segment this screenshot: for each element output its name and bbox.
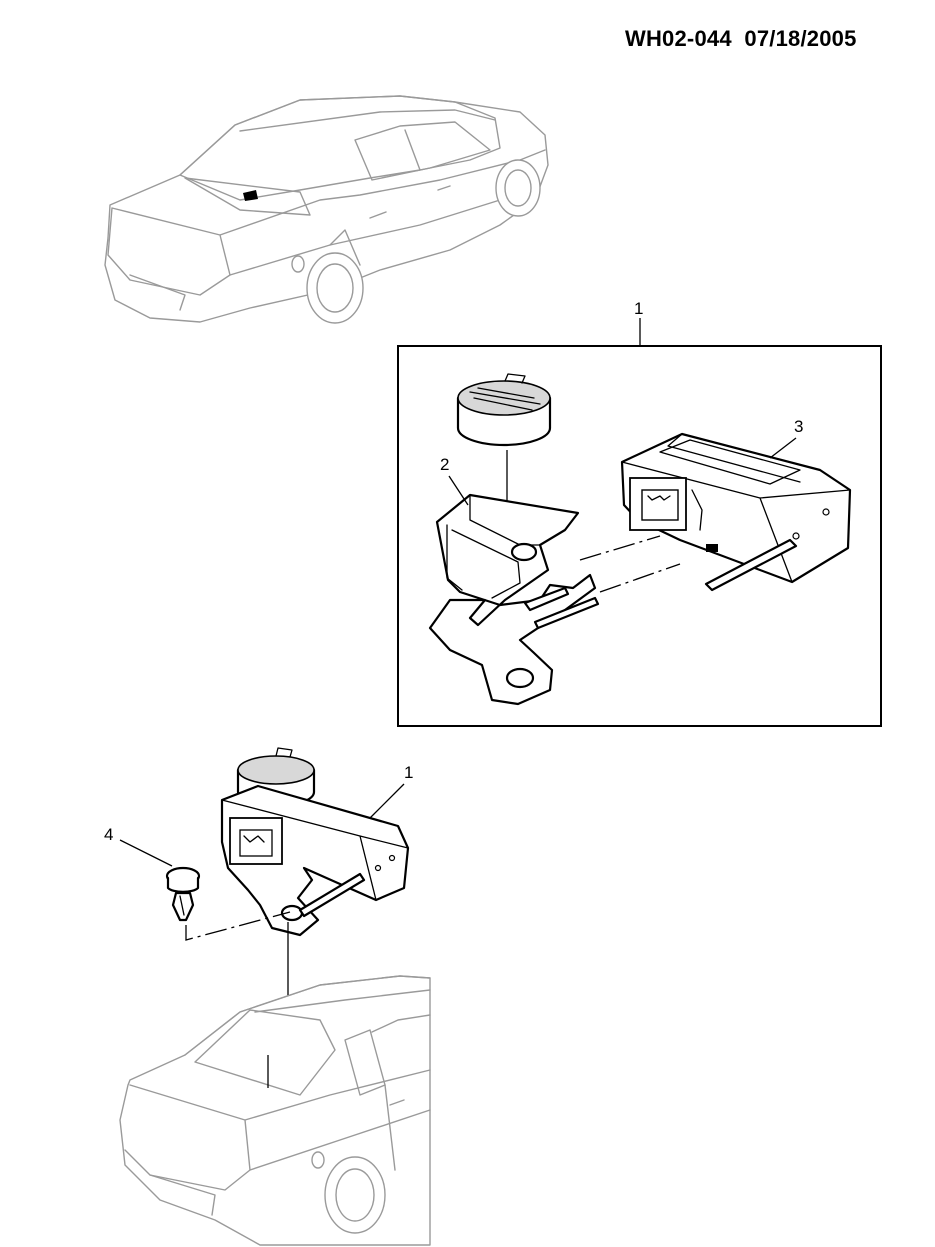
clip-align-line: [185, 911, 291, 941]
bracket-icon: [428, 493, 600, 706]
buzzer-assembly-icon: [220, 747, 410, 937]
align-line-lower: [599, 563, 681, 593]
drawing-date: 07/18/2005: [744, 26, 857, 51]
callout-2: 2: [440, 455, 449, 474]
buzzer-icon: [456, 373, 552, 447]
callout-2-leader: [448, 475, 469, 506]
callout-3: 3: [794, 417, 803, 436]
car-bottom-icon: [119, 975, 431, 1246]
callout-4-leader: [119, 839, 173, 867]
car-top-icon: [104, 95, 549, 324]
drawing-code: WH02-044: [625, 26, 732, 51]
callout-1-bottom-leader: [369, 783, 405, 819]
push-clip-icon: [165, 866, 201, 922]
callout-3-leader: [769, 437, 797, 459]
callout-1-top: 1: [634, 299, 643, 318]
control-module-icon: [620, 432, 852, 592]
callout-4: 4: [104, 825, 113, 844]
drawing-header: WH02-044 07/18/2005: [625, 26, 857, 52]
align-line-upper: [579, 535, 661, 561]
callout-1-bottom: 1: [404, 763, 413, 782]
